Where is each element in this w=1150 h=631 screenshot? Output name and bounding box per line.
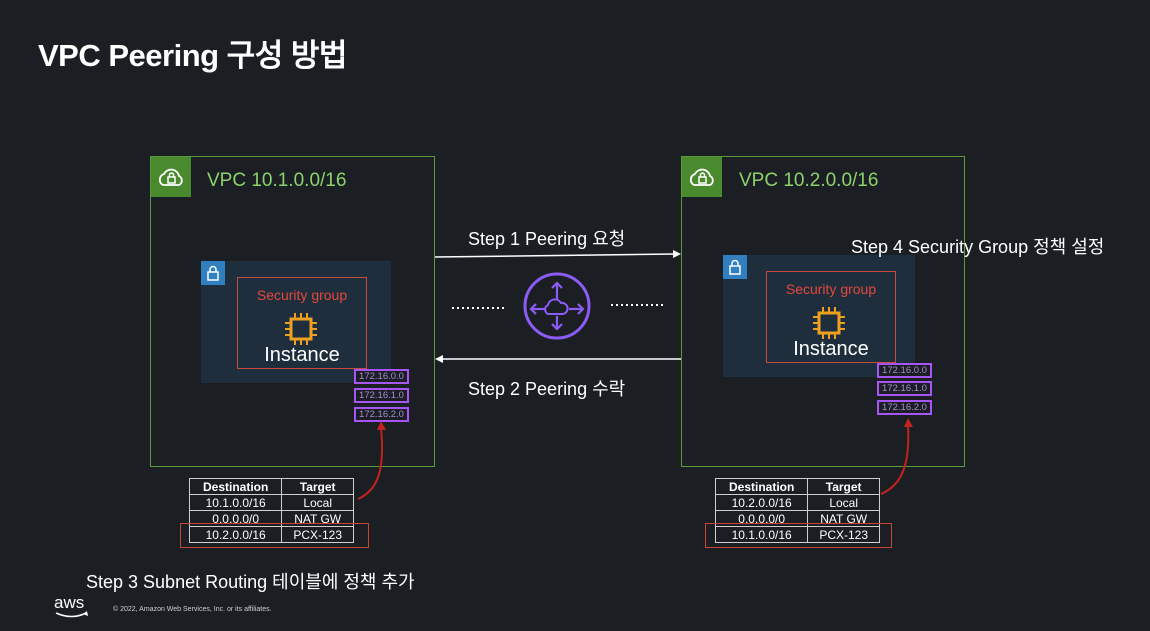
route-highlight-left bbox=[180, 523, 369, 548]
step3-label: Step 3 Subnet Routing 테이블에 정책 추가 bbox=[86, 572, 415, 592]
route-table-left: Destination Target 10.1.0.0/16 Local 0.0… bbox=[188, 478, 354, 543]
route-entry: 172.16.0.0 bbox=[354, 369, 409, 384]
table-row: 10.2.0.0/16 Local bbox=[714, 494, 880, 511]
table-header: Destination bbox=[714, 478, 809, 495]
table-cell: 10.1.0.0/16 bbox=[188, 494, 283, 511]
security-group-left: Security group Instance bbox=[237, 277, 367, 369]
table-cell: 0.0.0.0/0 bbox=[714, 510, 809, 527]
vpc-left: VPC 10.1.0.0/16 Security group Instance … bbox=[150, 156, 435, 467]
table-cell: 10.2.0.0/16 bbox=[714, 494, 809, 511]
step1-label: Step 1 Peering 요청 bbox=[468, 229, 626, 249]
table-row: 10.1.0.0/16 PCX-123 bbox=[714, 526, 880, 543]
lock-icon bbox=[201, 261, 225, 285]
table-row: 10.1.0.0/16 Local bbox=[188, 494, 354, 511]
security-group-label: Security group bbox=[256, 287, 348, 303]
page-title: VPC Peering 구성 방법 bbox=[38, 38, 347, 73]
copyright: © 2022, Amazon Web Services, Inc. or its… bbox=[113, 606, 272, 613]
table-cell: PCX-123 bbox=[807, 526, 880, 543]
peering-connection-icon bbox=[523, 272, 591, 340]
table-row: 10.2.0.0/16 PCX-123 bbox=[188, 526, 354, 543]
route-table-right: Destination Target 10.2.0.0/16 Local 0.0… bbox=[714, 478, 880, 543]
lock-icon bbox=[723, 255, 747, 279]
vpc-left-label: VPC 10.1.0.0/16 bbox=[207, 170, 347, 191]
step4-label: Step 4 Security Group 정책 설정 bbox=[851, 237, 1105, 257]
route-entry: 172.16.1.0 bbox=[354, 388, 409, 403]
route-entry: 172.16.0.0 bbox=[877, 363, 932, 378]
chip-icon bbox=[809, 303, 849, 348]
chip-icon bbox=[281, 309, 321, 354]
security-group-label: Security group bbox=[785, 281, 877, 297]
route-highlight-right bbox=[705, 523, 892, 548]
step2-arrow bbox=[435, 355, 681, 363]
table-header: Target bbox=[281, 478, 354, 495]
route-entry: 172.16.2.0 bbox=[877, 400, 932, 415]
vpc-right-label: VPC 10.2.0.0/16 bbox=[739, 170, 879, 191]
table-cell: Local bbox=[807, 494, 880, 511]
step2-label: Step 2 Peering 수락 bbox=[468, 379, 626, 399]
table-cell: PCX-123 bbox=[281, 526, 354, 543]
vpc-right: VPC 10.2.0.0/16 Security group Instance … bbox=[681, 156, 965, 467]
instance-label: Instance bbox=[793, 338, 869, 360]
cloud-lock-icon bbox=[682, 157, 722, 197]
instance-label: Instance bbox=[264, 344, 340, 366]
table-row: 0.0.0.0/0 NAT GW bbox=[714, 510, 880, 527]
table-cell: NAT GW bbox=[807, 510, 880, 527]
table-header: Target bbox=[807, 478, 880, 495]
table-cell: NAT GW bbox=[281, 510, 354, 527]
aws-logo: aws bbox=[54, 594, 94, 620]
cloud-lock-icon bbox=[151, 157, 191, 197]
subnet-left bbox=[201, 261, 391, 383]
route-entry: 172.16.2.0 bbox=[354, 407, 409, 422]
table-cell: 10.1.0.0/16 bbox=[714, 526, 809, 543]
table-cell: Local bbox=[281, 494, 354, 511]
security-group-right: Security group Instance bbox=[766, 271, 896, 363]
route-entry: 172.16.1.0 bbox=[877, 381, 932, 396]
table-cell: 10.2.0.0/16 bbox=[188, 526, 283, 543]
table-header: Destination bbox=[188, 478, 283, 495]
aws-logo-text: aws bbox=[54, 593, 85, 612]
step1-arrow bbox=[434, 250, 681, 258]
table-row: 0.0.0.0/0 NAT GW bbox=[188, 510, 354, 527]
